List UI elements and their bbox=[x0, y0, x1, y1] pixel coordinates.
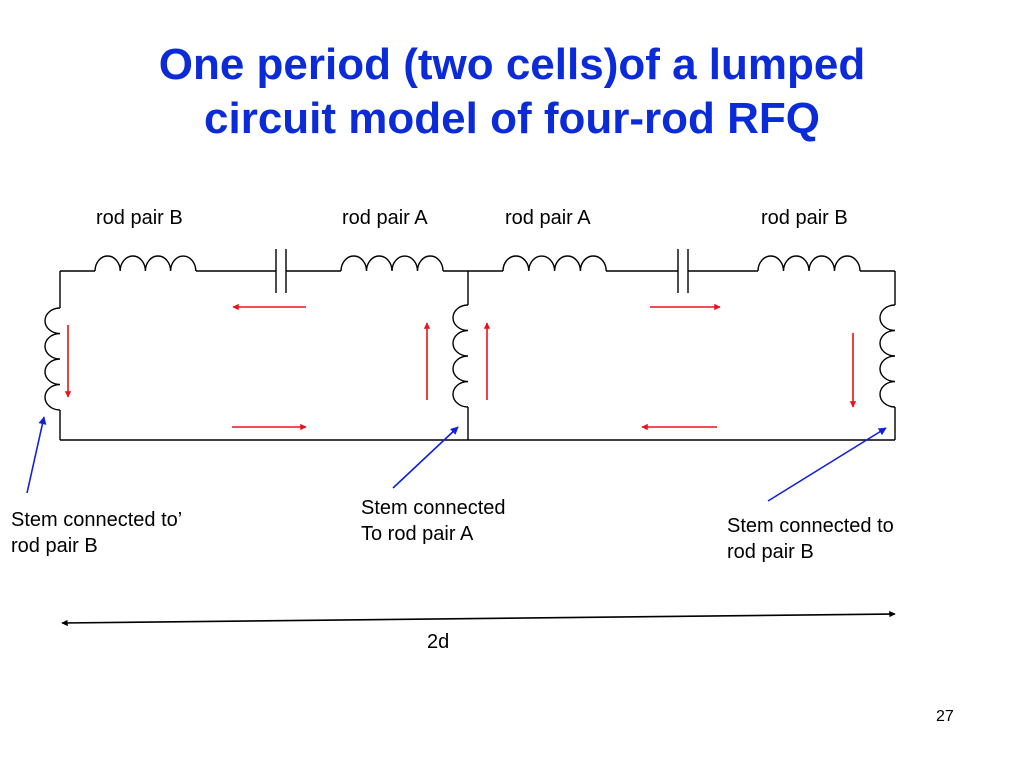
slide-title: One period (two cells)of a lumped circui… bbox=[0, 38, 1024, 146]
pointer-arrow-left bbox=[26, 416, 47, 494]
stem-note-left-line-2: rod pair B bbox=[11, 535, 98, 557]
pointer-arrow-right bbox=[767, 427, 887, 502]
pointer-arrows bbox=[26, 416, 887, 502]
capacitor-2 bbox=[677, 249, 689, 293]
stem-note-middle-line-1: Stem connected bbox=[361, 497, 506, 519]
stem-inductor-right bbox=[879, 304, 896, 408]
stem-note-right-line-1: Stem connected to bbox=[727, 515, 894, 537]
circuit-wiring bbox=[44, 249, 896, 441]
stem-note-right: Stem connected to rod pair B bbox=[727, 513, 894, 565]
rod-label-2: rod pair A bbox=[342, 207, 428, 229]
rod-inductor-3 bbox=[502, 255, 607, 272]
stem-note-middle-line-2: To rod pair A bbox=[361, 523, 474, 545]
stem-note-left: Stem connected to’ rod pair B bbox=[11, 507, 182, 559]
title-line-2: circuit model of four-rod RFQ bbox=[204, 94, 820, 143]
pointer-arrow-middle bbox=[392, 426, 459, 489]
rod-label-1: rod pair B bbox=[96, 207, 183, 229]
rod-inductor-4 bbox=[757, 255, 861, 272]
title-line-1: One period (two cells)of a lumped bbox=[158, 40, 866, 89]
dimension-arrow bbox=[61, 610, 896, 627]
rod-inductor-1 bbox=[94, 255, 197, 272]
stem-inductor-middle bbox=[452, 304, 469, 408]
page-number: 27 bbox=[936, 708, 954, 725]
current-arrows bbox=[64, 303, 857, 431]
rod-inductor-2 bbox=[340, 255, 444, 272]
stem-note-middle: Stem connected To rod pair A bbox=[361, 495, 506, 547]
rod-label-3: rod pair A bbox=[505, 207, 591, 229]
stem-note-left-line-1: Stem connected to’ bbox=[11, 509, 183, 531]
dimension-label: 2d bbox=[427, 631, 450, 653]
rod-label-4: rod pair B bbox=[761, 207, 848, 229]
stem-note-right-line-2: rod pair B bbox=[727, 541, 814, 563]
capacitor-1 bbox=[275, 249, 287, 293]
stem-inductor-left bbox=[44, 307, 61, 411]
